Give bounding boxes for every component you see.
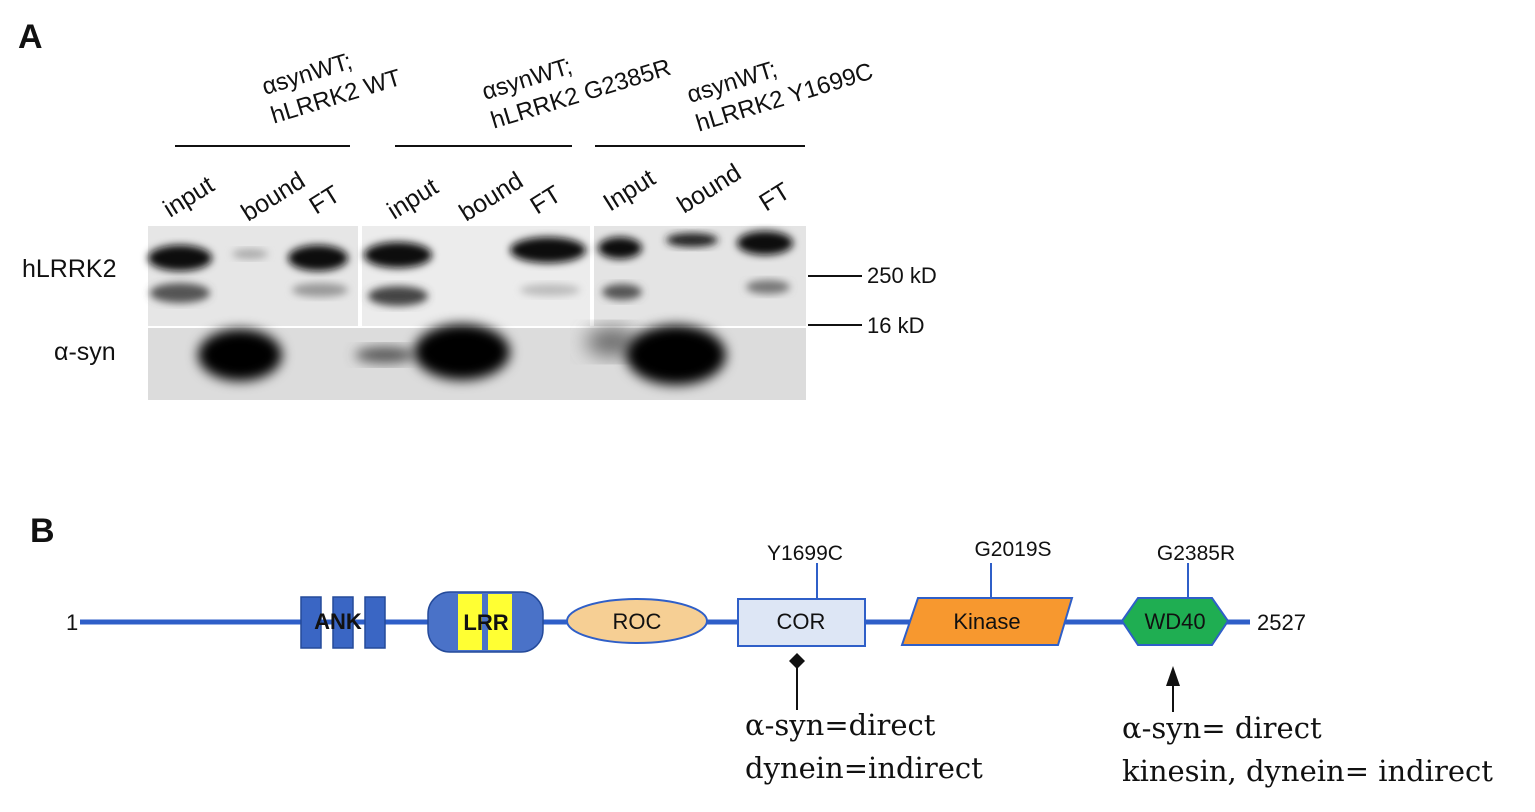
row-label-hlrrk2: hLRRK2 <box>22 255 117 283</box>
cor-annotation-marker <box>789 653 805 710</box>
cor-annotation-line2: dynein=indirect <box>745 751 983 785</box>
lane-label-6: FT <box>525 180 566 220</box>
condition-label-2: αsynWT; hLRRK2 G2385R <box>479 53 674 135</box>
wd40-annotation-line2: kinesin, dynein= indirect <box>1122 754 1493 788</box>
wd40-annotation-arrow <box>1166 666 1180 712</box>
condition-label-3: αsynWT; hLRRK2 Y1699C <box>684 56 876 138</box>
row-label-alpha-syn: α-syn <box>54 338 116 366</box>
domain-lrr: LRR <box>427 591 544 653</box>
domain-wd40: WD40 <box>1120 597 1230 646</box>
lane-label-4: input <box>382 173 443 226</box>
lane-label-7: Input <box>598 164 660 217</box>
domain-roc-label: ROC <box>613 609 662 634</box>
lane-label-9: FT <box>754 177 795 217</box>
domain-roc: ROC <box>566 598 708 644</box>
mutation-g2019s: G2019S <box>974 538 1051 561</box>
cor-annotation-line1: α-syn=direct <box>745 708 936 742</box>
domain-wd40-label: WD40 <box>1144 609 1205 634</box>
end-label: 2527 <box>1257 610 1306 635</box>
marker-16: 16 kD <box>867 313 924 338</box>
panel-a-letter: A <box>18 18 43 56</box>
marker-250: 250 kD <box>867 263 937 288</box>
wd40-annotation-line1: α-syn= direct <box>1122 711 1322 745</box>
start-label: 1 <box>66 610 78 635</box>
domain-kinase: Kinase <box>900 597 1074 646</box>
blot-hlrrk2 <box>148 226 806 326</box>
domain-kinase-label: Kinase <box>953 609 1020 634</box>
condition-label-1: αsynWT; hLRRK2 WT <box>259 48 405 130</box>
lane-label-2: bound <box>236 166 310 227</box>
domain-cor: COR <box>737 598 866 647</box>
blot-alpha-syn <box>148 324 806 400</box>
lane-label-8: bound <box>672 158 746 219</box>
lane-label-5: bound <box>454 166 528 227</box>
domain-cor-label: COR <box>777 609 826 634</box>
mutation-y1699c: Y1699C <box>767 542 843 565</box>
lane-label-1: input <box>158 171 219 224</box>
domain-lrr-label: LRR <box>463 610 508 635</box>
domain-ank-label: ANK <box>314 609 362 634</box>
lane-label-3: FT <box>304 180 345 220</box>
panel-b-letter: B <box>30 512 55 550</box>
domain-ank: ANK <box>300 596 386 649</box>
mutation-g2385r: G2385R <box>1157 542 1235 565</box>
